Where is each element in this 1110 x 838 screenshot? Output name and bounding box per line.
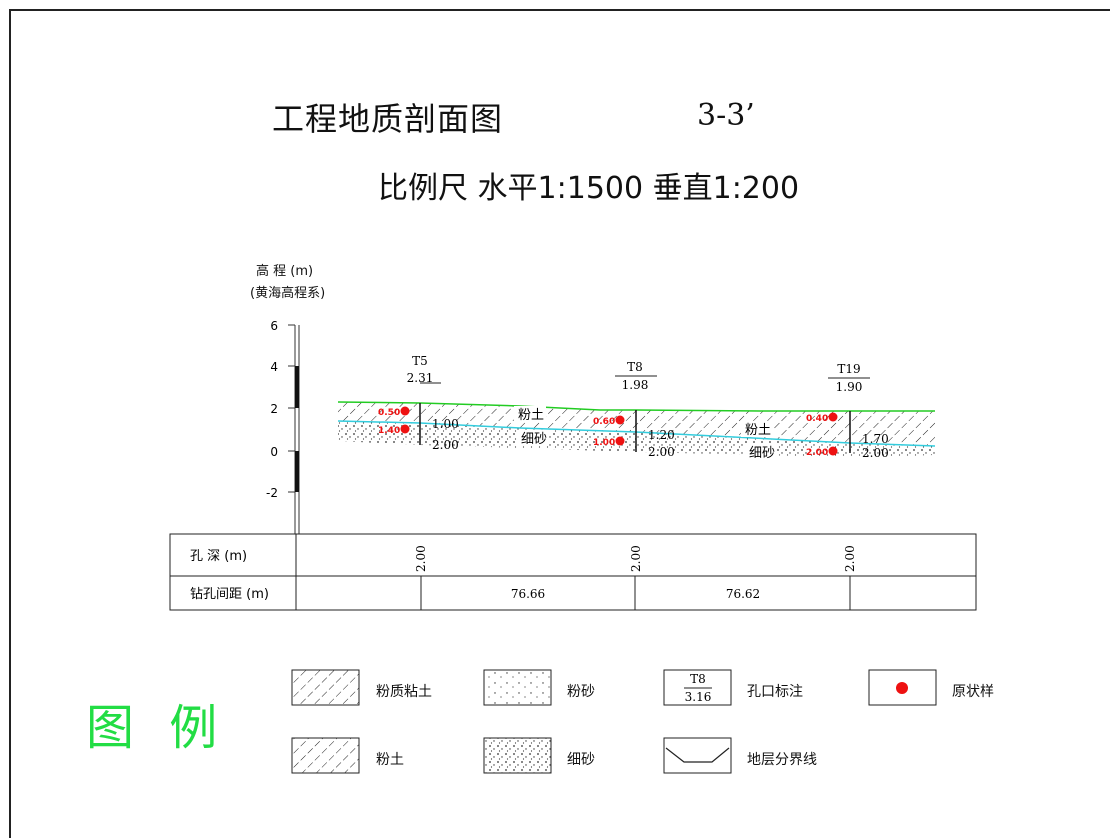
spacing-cell: 76.62 (726, 587, 760, 601)
borehole-elevation: 2.31 (407, 371, 434, 385)
y-tick-label: 0 (270, 445, 278, 459)
spacing-cell: 76.66 (511, 587, 545, 601)
borehole-table: 孔 深 (m) 钻孔间距 (m) 2.00 2.00 2.00 76.66 76… (169, 533, 977, 611)
legend-title: 图 例 (86, 700, 228, 756)
legend-note-elev: 3.16 (685, 690, 712, 704)
layer-label-silt: 粉土 (518, 408, 544, 423)
depth-cell: 2.00 (843, 545, 857, 572)
borehole-id: T8 (627, 360, 643, 374)
borehole-T19: T19 1.90 1.70 2.00 0.40 2.00 (806, 362, 889, 460)
layer-depth: 1.20 (648, 428, 675, 442)
drawing-title: 工程地质剖面图 (272, 100, 504, 138)
borehole-elevation: 1.90 (836, 380, 863, 394)
borehole-id: T19 (837, 362, 860, 376)
y-tick-label: 2 (270, 402, 278, 416)
y-axis: 6 4 2 0 -2 (266, 319, 300, 534)
layer-label-fine-sand: 细砂 (521, 432, 547, 447)
legend-swatches: T8 3.16 (291, 669, 937, 774)
legend-note-id: T8 (690, 672, 706, 686)
legend-sample-dot (896, 682, 908, 694)
borehole-elevation: 1.98 (622, 378, 649, 392)
legend-label-silty-clay: 粉质粘土 (376, 684, 432, 700)
legend-label-boundary: 地层分界线 (747, 752, 817, 768)
legend-swatch-silt (291, 737, 360, 774)
sample-depth: 0.60 (593, 417, 615, 427)
bottom-depth: 2.00 (862, 446, 889, 460)
sample-depth: 0.50 (378, 408, 400, 418)
legend-swatch-fine-sand (483, 737, 552, 774)
drawing-frame (9, 9, 1110, 838)
layer-depth: 1.00 (432, 417, 459, 431)
legend-swatch-boundary (663, 737, 732, 774)
layer-label-silt: 粉土 (745, 423, 771, 438)
bottom-depth: 2.00 (648, 445, 675, 459)
legend-swatch-silty-clay (291, 669, 360, 706)
sample-depth: 1.00 (593, 438, 615, 448)
layer-depth: 1.70 (862, 432, 889, 446)
depth-cell: 2.00 (414, 545, 428, 572)
table-header-spacing: 钻孔间距 (m) (190, 587, 269, 602)
sample-depth: 0.40 (806, 414, 828, 424)
legend-label-sample: 原状样 (952, 684, 994, 700)
sample-depth: 1.40 (378, 426, 400, 436)
y-tick-label: 4 (270, 360, 278, 374)
legend-label-silt: 粉土 (376, 752, 404, 768)
sample-dot (828, 446, 838, 456)
y-axis-label: 高 程 (m) (256, 264, 314, 279)
layer-label-fine-sand: 细砂 (749, 446, 775, 461)
legend-label-silt-sand: 粉砂 (567, 684, 595, 700)
legend-label-borehole-note: 孔口标注 (747, 684, 803, 700)
scale-text: 比例尺 水平1:1500 垂直1:200 (378, 171, 800, 206)
bottom-depth: 2.00 (432, 438, 459, 452)
sample-depth: 2.00 (806, 448, 828, 458)
sample-dot (615, 436, 625, 446)
ground-surface-line (337, 401, 935, 412)
layer-boundary-line (337, 420, 936, 447)
borehole-T8: T8 1.98 1.20 2.00 0.60 1.00 (593, 360, 675, 459)
y-tick-label: 6 (270, 319, 278, 333)
borehole-T5: T5 2.31 1.00 2.00 0.50 1.40 (378, 354, 459, 452)
sample-dot (615, 415, 625, 425)
depth-cell: 2.00 (629, 545, 643, 572)
y-axis-datum-label: (黄海高程系) (250, 286, 326, 301)
sample-dot (828, 412, 838, 422)
legend-swatch-silt-sand (483, 669, 552, 706)
borehole-id: T5 (412, 354, 428, 368)
sample-dot (400, 424, 410, 434)
table-header-depth: 孔 深 (m) (190, 549, 247, 564)
legend-label-fine-sand: 细砂 (567, 752, 595, 768)
sample-dot (400, 406, 410, 416)
section-id: 3-3’ (697, 98, 755, 133)
y-tick-label: -2 (266, 486, 278, 500)
